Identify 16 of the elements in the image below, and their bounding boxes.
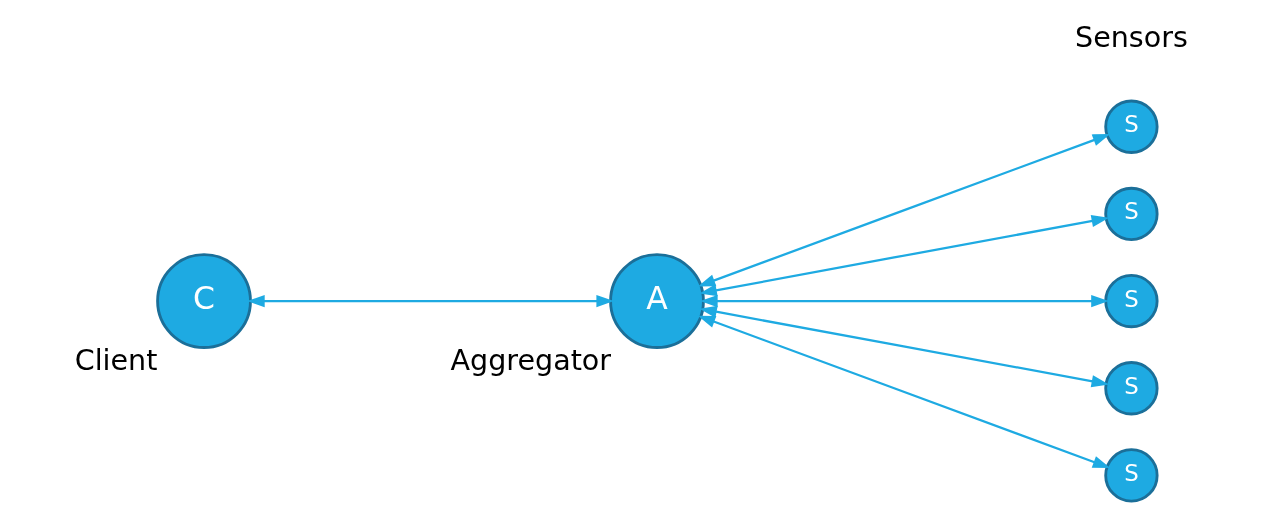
arrow (697, 315, 1110, 469)
node-circle: S (1103, 448, 1159, 503)
arrow (246, 294, 614, 308)
node-label: Client (74, 343, 157, 378)
node-circle: C (155, 253, 252, 349)
node-circle: S (1103, 273, 1159, 329)
arrow (697, 134, 1110, 287)
label: Sensors (1074, 19, 1188, 54)
node-circle: S (1103, 186, 1159, 242)
arrow (698, 214, 1109, 297)
arrow (699, 294, 1109, 308)
node-label: Aggregator (450, 343, 611, 378)
node-circle: A (608, 253, 705, 349)
node-circle: S (1103, 361, 1159, 416)
arrow (698, 305, 1109, 388)
node-circle: S (1103, 99, 1159, 154)
